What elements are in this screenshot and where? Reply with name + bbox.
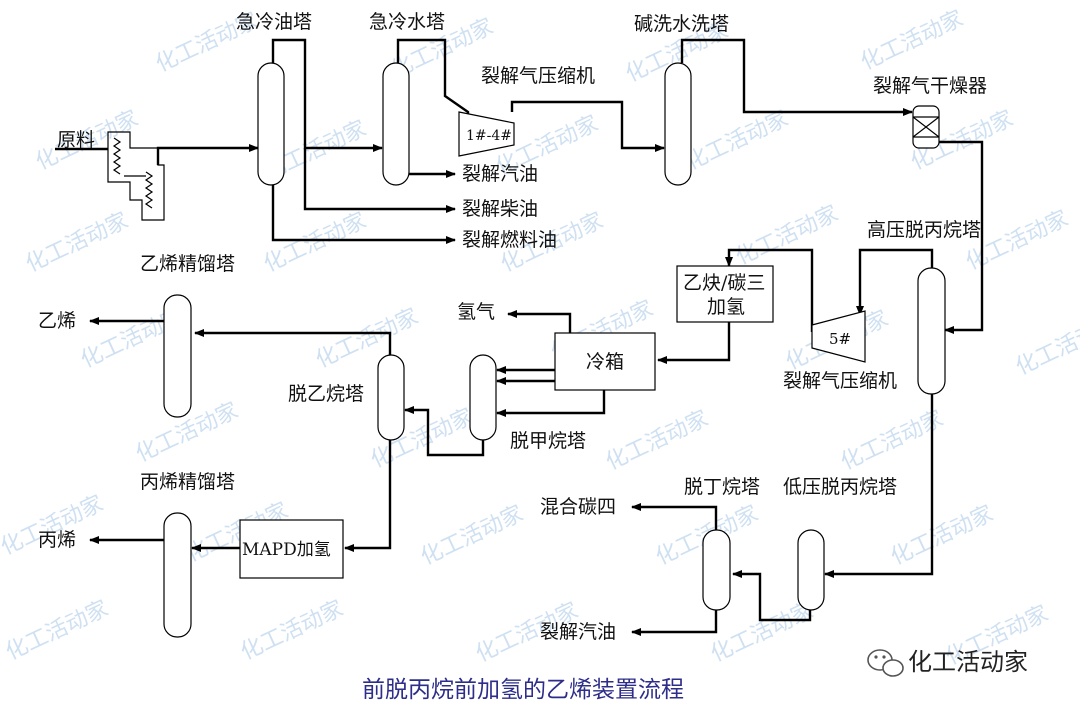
hp-depropanizer-to-compressor5-line bbox=[856, 248, 934, 316]
watermark: 化工活动家 bbox=[2, 596, 112, 665]
watermark: 化工活动家 bbox=[732, 201, 842, 270]
labels: 原料 急冷油塔 急冷水塔 裂解气压缩机 1#-4# 碱洗水洗塔 裂解气干燥器 裂… bbox=[38, 11, 987, 643]
caustic-to-dryer-line bbox=[680, 38, 913, 116]
cracked-gasoline-label-2: 裂解汽油 bbox=[540, 621, 616, 643]
acetylene-hydro-to-cold-box-line bbox=[657, 322, 731, 364]
mapd-hydrogenation-box bbox=[239, 519, 344, 579]
cold-box-label: 冷箱 bbox=[586, 351, 624, 373]
lp-depropanizer-label: 低压脱丙烷塔 bbox=[783, 476, 897, 498]
compressor-icon bbox=[811, 310, 866, 363]
furnace-to-quench-oil-line bbox=[156, 144, 259, 165]
compressor5-to-acetylene-hydro-line bbox=[725, 248, 814, 332]
compressor-id-label: 1#-4# bbox=[466, 128, 512, 144]
watermark: 化工活动家 bbox=[857, 6, 967, 75]
acetylene-hydro-label-1: 乙炔/碳三 bbox=[683, 272, 765, 294]
cold-box-to-demethanizer-line-3 bbox=[496, 390, 606, 417]
watermark: 化工活动家 bbox=[1012, 311, 1080, 380]
cold-box bbox=[554, 332, 656, 391]
acetylene-hydro-label-2: 加氢 bbox=[707, 296, 745, 318]
hydrogen-line bbox=[507, 310, 572, 333]
hydrogen-label: 氢气 bbox=[457, 301, 495, 323]
deethanizer-to-ethylene-fractionator-line bbox=[194, 329, 392, 355]
acetylene-hydrogenation-box bbox=[676, 265, 774, 323]
deethanizer-vessel bbox=[377, 354, 405, 441]
quench-oil-tower-label: 急冷油塔 bbox=[236, 11, 312, 33]
watermark: 化工活动家 bbox=[417, 501, 527, 570]
cracked-fuel-oil-line bbox=[271, 185, 456, 244]
dryer-label: 裂解气干燥器 bbox=[873, 75, 987, 97]
ethylene-fractionator-vessel bbox=[163, 294, 192, 418]
caustic-wash-label: 碱洗水洗塔 bbox=[634, 13, 729, 35]
watermark: 化工活动家 bbox=[260, 208, 370, 277]
propylene-product-label: 丙烯 bbox=[38, 529, 76, 551]
quench-water-tower-vessel bbox=[382, 62, 410, 186]
compressor-icon bbox=[458, 111, 515, 157]
compressor-to-caustic-line bbox=[510, 100, 665, 152]
watermark: 化工活动家 bbox=[312, 304, 422, 373]
dryer-icon bbox=[912, 105, 940, 149]
debutanizer-label: 脱丁烷塔 bbox=[684, 476, 760, 498]
propylene-fractionator-vessel bbox=[163, 512, 192, 638]
cracked-gasoline-line-2 bbox=[631, 608, 718, 636]
cracked-gasoline-label-1: 裂解汽油 bbox=[462, 163, 538, 185]
compressor5-id-label: 5# bbox=[829, 330, 851, 348]
watermark: 化工活动家 bbox=[237, 596, 347, 665]
logo-text: 化工活动家 bbox=[908, 648, 1028, 676]
ethylene-product-label: 乙烯 bbox=[38, 310, 76, 332]
mixed-c4-label: 混合碳四 bbox=[540, 496, 616, 518]
debutanizer-vessel bbox=[702, 529, 731, 611]
watermark: 化工活动家 bbox=[682, 106, 792, 175]
compressor-label-1: 裂解气压缩机 bbox=[481, 65, 595, 87]
watermark: 化工活动家 bbox=[22, 208, 132, 277]
cracked-diesel-line bbox=[303, 148, 456, 213]
equipment bbox=[107, 62, 946, 638]
feed-label: 原料 bbox=[57, 129, 95, 151]
watermark: 化工活动家 bbox=[887, 501, 997, 570]
lp-depropanizer-to-debutanizer-line bbox=[732, 570, 812, 622]
quench-oil-tower-vessel bbox=[257, 62, 285, 186]
hp-depropanizer-vessel bbox=[917, 267, 946, 395]
watermark: 化工活动家 bbox=[837, 406, 947, 475]
mapd-hydro-label: MAPD加氢 bbox=[242, 540, 331, 560]
hp-depropanizer-label: 高压脱丙烷塔 bbox=[867, 219, 981, 241]
watermark: 化工活动家 bbox=[602, 406, 712, 475]
deethanizer-to-mapd-line bbox=[344, 440, 392, 552]
quench-water-tower-label: 急冷水塔 bbox=[369, 11, 445, 33]
demethanizer-vessel bbox=[469, 354, 497, 441]
caustic-wash-tower-vessel bbox=[664, 62, 692, 186]
diagram-title: 前脱丙烷前加氢的乙烯装置流程 bbox=[362, 677, 684, 703]
cracked-fuel-oil-label: 裂解燃料油 bbox=[462, 229, 557, 251]
ethylene-fractionator-label: 乙烯精馏塔 bbox=[140, 253, 235, 275]
mixed-c4-line bbox=[631, 503, 718, 530]
propylene-fractionator-label: 丙烯精馏塔 bbox=[140, 471, 235, 493]
cracked-diesel-label: 裂解柴油 bbox=[462, 198, 538, 220]
cracking-furnace-icon bbox=[107, 131, 165, 221]
dryer-to-hp-depropanizer-line bbox=[937, 140, 984, 334]
wechat-logo-icon bbox=[867, 649, 904, 677]
compressor-label-2: 裂解气压缩机 bbox=[783, 370, 897, 392]
quench-oil-to-quench-water-line bbox=[271, 38, 383, 152]
deethanizer-label: 脱乙烷塔 bbox=[288, 383, 364, 405]
demethanizer-to-deethanizer-line bbox=[404, 406, 485, 457]
lp-depropanizer-vessel bbox=[797, 529, 825, 611]
demethanizer-label: 脱甲烷塔 bbox=[510, 430, 586, 452]
hp-to-lp-depropanizer-line bbox=[824, 393, 934, 578]
